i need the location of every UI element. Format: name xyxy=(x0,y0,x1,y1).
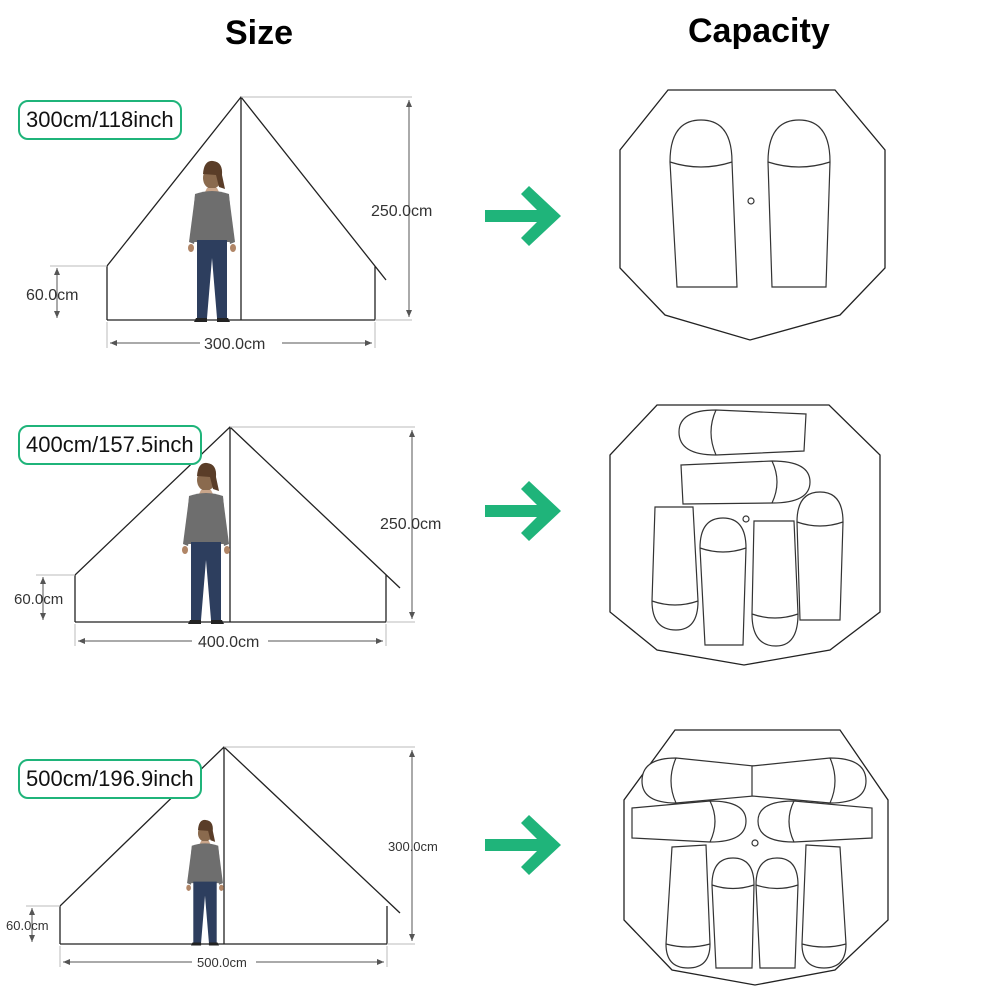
center-pole xyxy=(751,839,759,847)
size-badge-400: 400cm/157.5inch xyxy=(18,425,202,465)
sleeping-bag xyxy=(755,857,799,969)
person-figure-icon xyxy=(188,160,236,322)
sleeping-bag xyxy=(796,491,844,621)
center-pole xyxy=(747,197,755,205)
tent-diagram-500 xyxy=(26,746,415,968)
person-figure-icon xyxy=(186,819,224,946)
tent1-wall-label: 60.0cm xyxy=(26,287,78,304)
size-header: Size xyxy=(225,14,294,52)
tent1-width-label: 300.0cm xyxy=(204,336,265,353)
sleeping-bag xyxy=(751,757,867,804)
size-badge-300: 300cm/118inch xyxy=(18,100,182,140)
sleeping-bag xyxy=(641,757,755,804)
floor-plan-8-person xyxy=(623,729,889,986)
tent3-height-label: 300.0cm xyxy=(388,839,438,854)
sleeping-bag xyxy=(651,506,699,631)
tent2-height-label: 250.0cm xyxy=(380,516,441,533)
sleeping-bag xyxy=(767,119,831,288)
sleeping-bag xyxy=(669,119,738,288)
sleeping-bag xyxy=(801,844,847,969)
sleeping-bag xyxy=(699,517,747,646)
size-badge-500: 500cm/196.9inch xyxy=(18,759,202,799)
right-arrow-icon xyxy=(485,481,561,541)
sleeping-bag xyxy=(751,520,799,647)
sleeping-bag xyxy=(711,857,755,969)
sleeping-bag xyxy=(680,460,811,505)
floor-plan-2-person xyxy=(619,89,886,341)
sleeping-bag xyxy=(631,800,747,843)
center-pole xyxy=(742,515,750,523)
person-figure-icon xyxy=(182,462,230,624)
tent-diagram-300 xyxy=(50,95,412,350)
tent3-wall-label: 60.0cm xyxy=(6,918,49,933)
sleeping-bag xyxy=(665,844,711,969)
right-arrow-icon xyxy=(485,186,561,246)
tent1-height-label: 250.0cm xyxy=(371,203,432,220)
tent2-wall-label: 60.0cm xyxy=(14,591,63,608)
tent2-width-label: 400.0cm xyxy=(198,634,259,651)
sleeping-bag xyxy=(757,800,873,843)
right-arrow-icon xyxy=(485,815,561,875)
sleeping-bag xyxy=(678,409,807,456)
floor-plan-6-person xyxy=(609,404,881,666)
capacity-header: Capacity xyxy=(688,12,830,50)
tent-diagram-400 xyxy=(36,426,415,648)
tent3-width-label: 500.0cm xyxy=(197,955,247,970)
